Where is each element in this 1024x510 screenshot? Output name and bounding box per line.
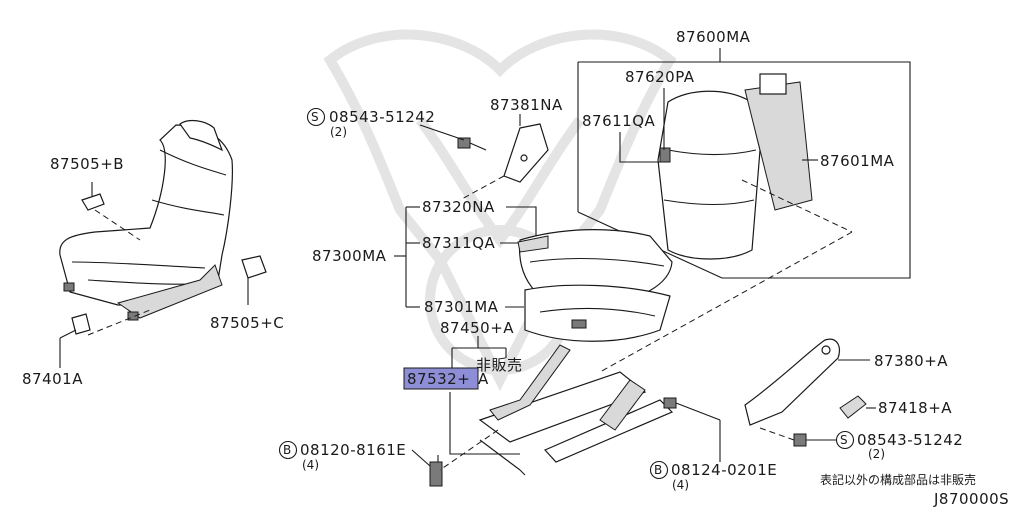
fastener-bolt-right: B 08124-0201E (4) xyxy=(649,460,777,492)
bracket-87381na-drawing xyxy=(459,114,549,201)
label-bolt-right-code: 08124-0201E xyxy=(671,461,777,479)
bracket-87450a xyxy=(449,336,520,455)
screw-right-drawing xyxy=(759,427,836,447)
label-87505c: 87505+C xyxy=(210,314,284,332)
label-87620pa: 87620PA xyxy=(625,68,695,86)
diagram-code: J870000S xyxy=(933,490,1009,508)
footer-note: 表記以外の構成部品は非販売 xyxy=(820,472,976,487)
label-87401a: 87401A xyxy=(22,370,83,388)
label-bolt-left-qty: (4) xyxy=(302,458,319,472)
label-87418a: 87418+A xyxy=(878,399,952,417)
label-screw-right-code: 08543-51242 xyxy=(857,431,963,449)
label-87301ma: 87301MA xyxy=(424,298,499,316)
label-87532a-suffix: A xyxy=(478,370,489,388)
seat-cushion-drawing xyxy=(517,229,673,342)
label-87611qa: 87611QA xyxy=(582,112,656,130)
cap-87418a-drawing xyxy=(839,395,876,419)
screw-top-drawing xyxy=(419,124,487,151)
fastener-bolt-left: B 08120-8161E (4) xyxy=(278,440,431,472)
clip-87505b-drawing xyxy=(81,182,141,241)
label-bolt-right-qty: (4) xyxy=(672,478,689,492)
circle-letter-b-left: B xyxy=(283,443,291,457)
seatback-assembly-box xyxy=(577,48,911,373)
label-screw-right-qty: (2) xyxy=(868,447,885,461)
bracket-87300ma xyxy=(394,206,537,308)
label-not-for-sale: 非販売 xyxy=(476,356,523,374)
label-screw-top-code: 08543-51242 xyxy=(329,108,435,126)
label-87600ma: 87600MA xyxy=(676,28,751,46)
circle-letter-s-right: S xyxy=(840,433,848,447)
assembled-seat-drawing xyxy=(59,119,233,321)
seat-slide-drawing xyxy=(429,344,721,487)
label-87532a: 87532+ xyxy=(407,370,470,388)
fastener-screw-right: S 08543-51242 (2) xyxy=(835,430,963,461)
label-87450a: 87450+A xyxy=(440,319,514,337)
circle-letter-s-top: S xyxy=(311,110,319,124)
part-labels: 87600MA 87620PA 87611QA 87601MA 87381NA … xyxy=(22,28,952,417)
label-87601ma: 87601MA xyxy=(820,152,895,170)
label-87380a: 87380+A xyxy=(874,352,948,370)
label-screw-top-qty: (2) xyxy=(330,125,347,139)
label-87381na: 87381NA xyxy=(490,96,563,114)
cover-87505c-drawing xyxy=(241,255,267,305)
label-87300ma: 87300MA xyxy=(312,247,387,265)
label-bolt-left-code: 08120-8161E xyxy=(300,441,406,459)
knob-87401a-drawing xyxy=(59,309,151,368)
label-87505b: 87505+B xyxy=(50,155,124,173)
circle-letter-b-right: B xyxy=(654,463,662,477)
fastener-screw-top: S 08543-51242 (2) xyxy=(306,107,435,139)
side-cover-87380a-drawing xyxy=(744,338,870,426)
label-87320na: 87320NA xyxy=(422,198,495,216)
label-87311qa: 87311QA xyxy=(422,234,496,252)
highlighted-part-87532a[interactable]: 87532+ xyxy=(403,367,479,390)
